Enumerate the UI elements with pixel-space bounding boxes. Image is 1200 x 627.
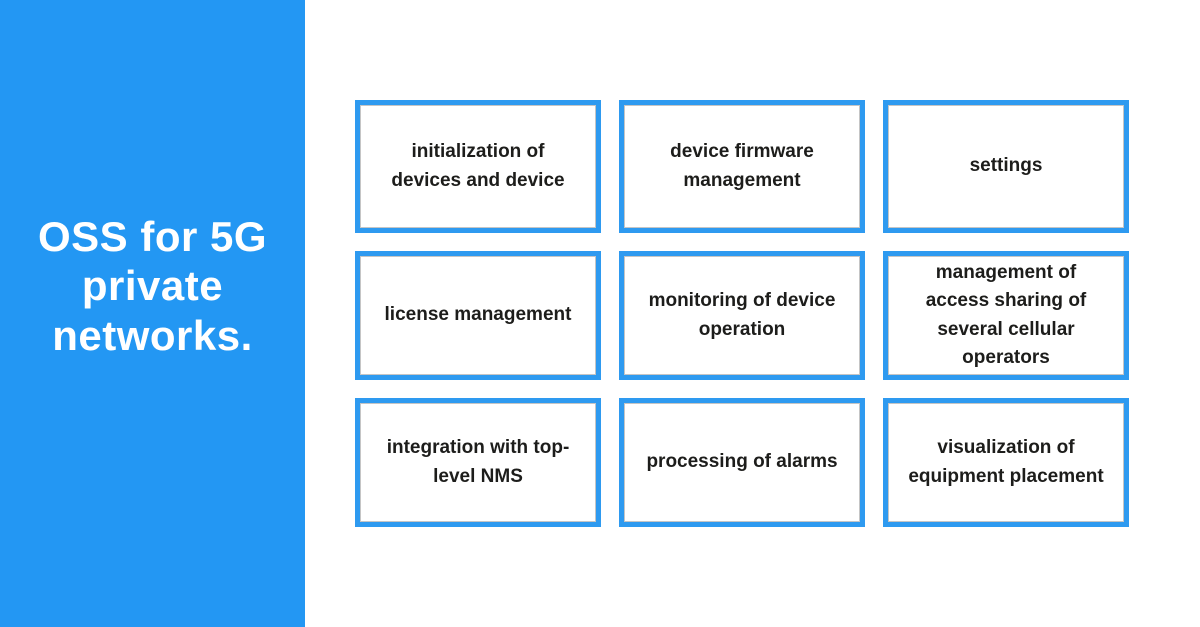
- feature-box-firmware-management: device firmware management: [619, 100, 865, 233]
- feature-box-label: initialization of devices and device: [391, 141, 565, 191]
- feature-box-label: monitoring of device operation: [648, 290, 836, 340]
- page-title-line-2: private: [81, 262, 224, 310]
- feature-box-label: visualization of equipment placement: [908, 437, 1104, 487]
- feature-grid: initialization of devices and device dev…: [355, 100, 1129, 527]
- feature-box-label: integration with top-level NMS: [386, 437, 570, 487]
- feature-box-alarm-processing: processing of alarms: [619, 398, 865, 527]
- feature-box-label: management of access sharing of several …: [925, 261, 1087, 369]
- page-title-line-1: OSS for 5G: [37, 213, 268, 261]
- feature-box-license-management: license management: [355, 251, 601, 380]
- page-title: OSS for 5G private networks.: [0, 212, 305, 359]
- feature-box-access-sharing: management of access sharing of several …: [883, 251, 1129, 380]
- feature-box-monitoring: monitoring of device operation: [619, 251, 865, 380]
- page-title-line-3: networks.: [52, 311, 253, 359]
- feature-box-label: processing of alarms: [646, 451, 838, 473]
- title-panel: OSS for 5G private networks.: [0, 0, 305, 627]
- feature-box-label: settings: [969, 155, 1043, 177]
- feature-box-nms-integration: integration with top-level NMS: [355, 398, 601, 527]
- feature-box-label: device firmware management: [670, 141, 814, 191]
- feature-box-initialization: initialization of devices and device: [355, 100, 601, 233]
- feature-box-label: license management: [384, 304, 572, 326]
- feature-box-settings: settings: [883, 100, 1129, 233]
- feature-box-equipment-visualization: visualization of equipment placement: [883, 398, 1129, 527]
